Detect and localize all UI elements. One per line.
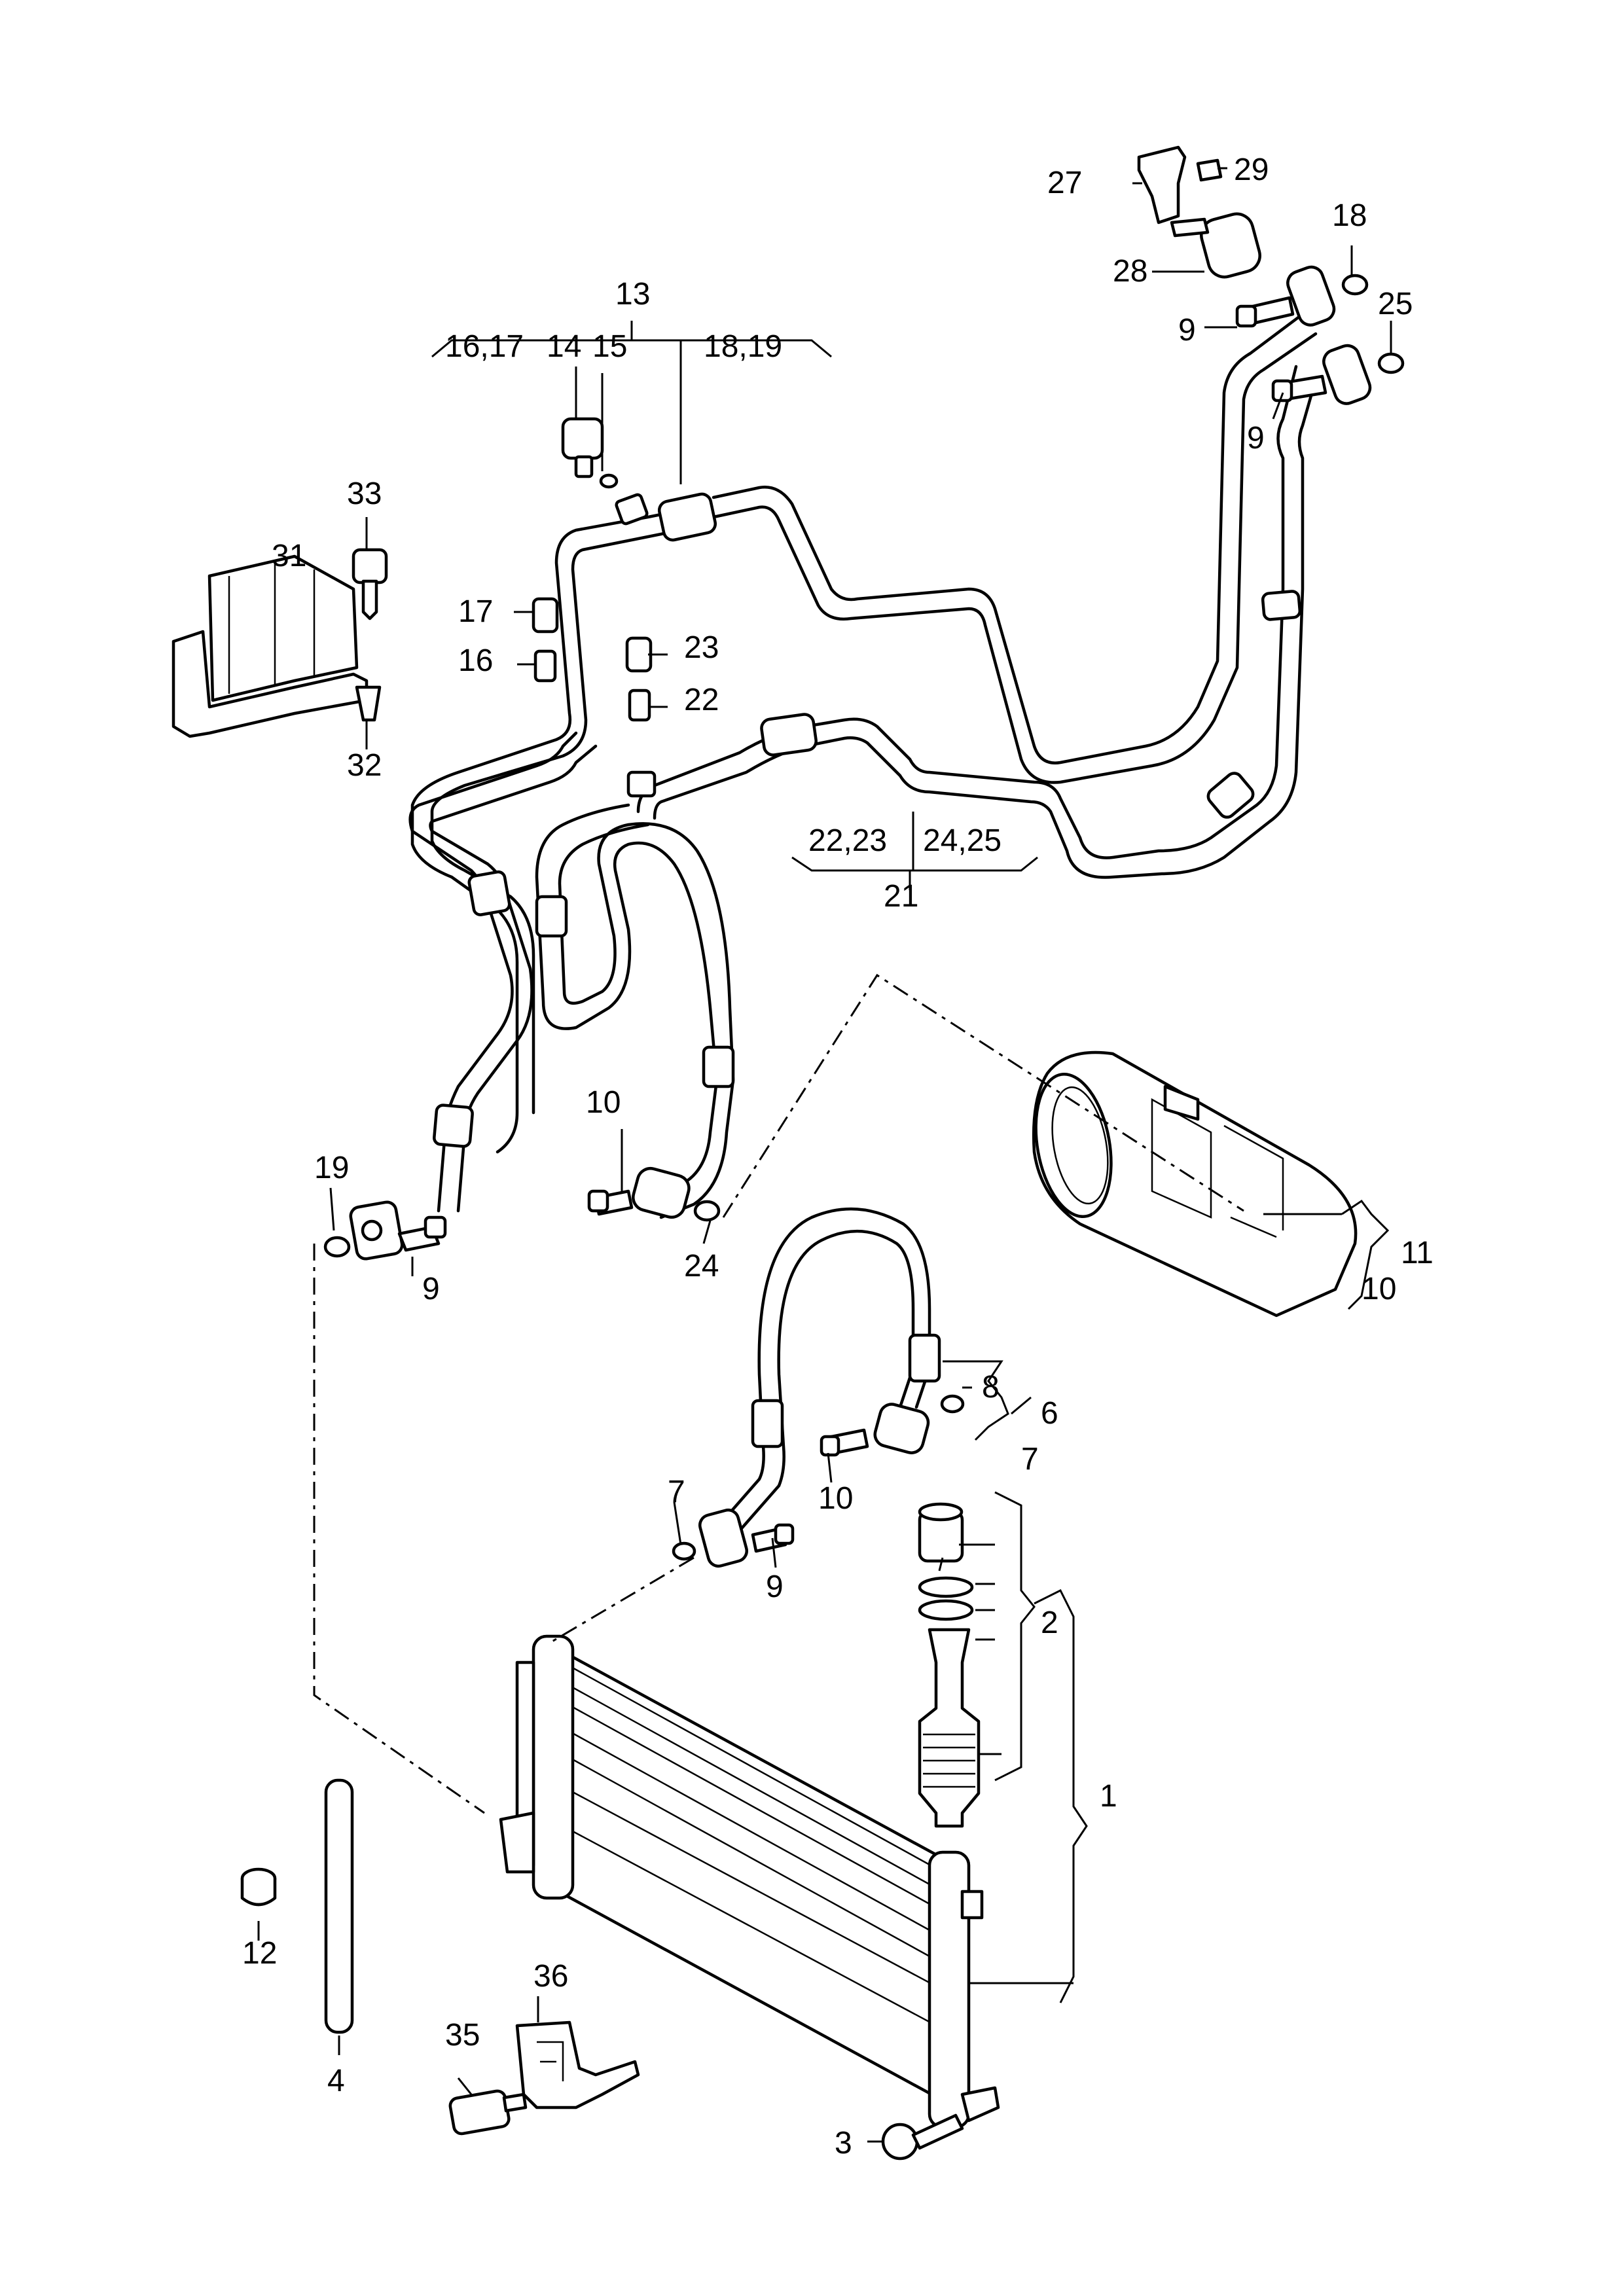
plug-12: [240, 1867, 277, 1907]
callout-32: 32: [347, 748, 382, 783]
connection-lines: [313, 973, 1244, 1814]
valve-16-17: [532, 597, 559, 683]
callout-24-25: 24,25: [923, 823, 1001, 858]
pressure-sensor-14: [561, 417, 619, 489]
screw-3: [881, 2113, 964, 2161]
callout-15: 15: [592, 329, 627, 364]
callout-28: 28: [1113, 254, 1147, 289]
fitting-19: [323, 1200, 447, 1261]
callout-9a: 9: [1178, 313, 1196, 348]
sensor-35-bracket-36: [448, 2020, 640, 2136]
refrigerant-line-21: [626, 365, 1318, 879]
bracket-31: [171, 548, 388, 738]
suction-hose: [408, 731, 598, 1213]
pressure-hose-6: [672, 1207, 965, 1568]
callout-36: 36: [533, 1959, 568, 1994]
callout-7b: 7: [1021, 1442, 1039, 1477]
callout-6: 6: [1041, 1396, 1058, 1431]
callout-1: 1: [1100, 1779, 1117, 1814]
callout-29: 29: [1234, 152, 1269, 187]
callout-11: 11: [1401, 1236, 1434, 1270]
dryer-cartridge-2: [918, 1502, 981, 1828]
callout-18-19: 18,19: [704, 329, 782, 364]
callout-22: 22: [684, 683, 719, 717]
callout-33: 33: [347, 476, 382, 511]
callout-21: 21: [884, 879, 918, 914]
callout-16-17: 16,17: [445, 329, 524, 364]
callout-10a: 10: [586, 1085, 621, 1120]
callout-4: 4: [327, 2064, 345, 2098]
callout-2: 2: [1041, 1605, 1058, 1640]
refrigerant-line-13: [410, 312, 1318, 1154]
callout-8: 8: [982, 1370, 1000, 1405]
bracket-27: [1137, 145, 1261, 279]
seal-tube-4: [324, 1778, 354, 2034]
callout-27: 27: [1047, 166, 1082, 200]
compressor-11: [1032, 1050, 1358, 1318]
callout-35: 35: [445, 2018, 480, 2053]
callout-12: 12: [242, 1936, 277, 1971]
callout-17: 17: [458, 594, 493, 629]
discharge-hose: [535, 803, 735, 1219]
fittings-upper-right: [1235, 265, 1405, 405]
callout-10b: 10: [1362, 1272, 1396, 1306]
callout-16: 16: [458, 643, 493, 678]
callout-9b: 9: [1247, 421, 1265, 456]
callout-10c: 10: [818, 1481, 853, 1516]
callout-14: 14: [547, 329, 581, 364]
leader-lines: [257, 167, 1392, 2143]
callout-22-23: 22,23: [808, 823, 887, 858]
callout-19: 19: [314, 1151, 349, 1185]
callout-7a: 7: [668, 1475, 685, 1509]
valve-22-23: [625, 636, 653, 722]
callout-25: 25: [1378, 287, 1413, 321]
callout-9d: 9: [766, 1570, 784, 1604]
callout-9c: 9: [422, 1272, 440, 1306]
callout-13: 13: [615, 277, 650, 312]
fitting-24: [587, 1166, 721, 1222]
callout-3: 3: [835, 2126, 852, 2161]
condenser-1: [499, 1634, 1000, 2129]
callout-23: 23: [684, 630, 719, 665]
callout-31: 31: [272, 539, 306, 573]
callout-18: 18: [1332, 198, 1367, 233]
callout-labels: 1 2 3 4 6 7 7 8 9 9 9 9 10 10 10 11 12 1…: [242, 152, 1434, 2161]
callout-24: 24: [684, 1249, 719, 1283]
